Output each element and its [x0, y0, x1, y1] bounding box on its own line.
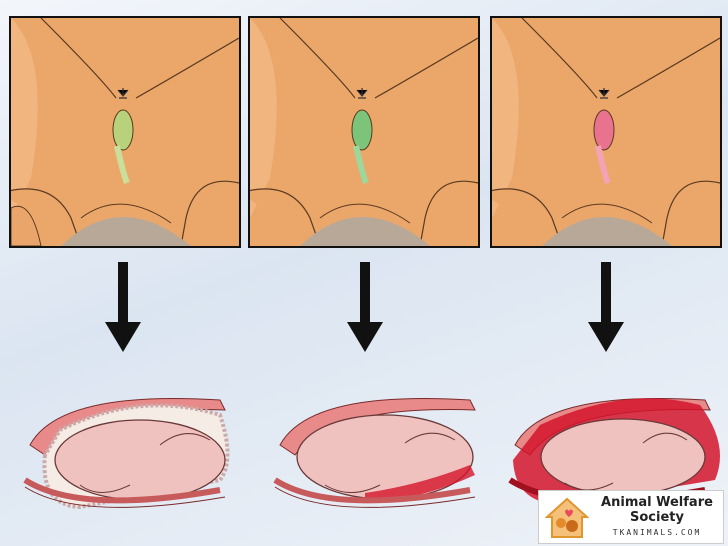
badge-title-line-2: Society: [630, 510, 684, 525]
badge-url: TKANIMALS.COM: [612, 528, 702, 537]
down-arrow-icon: [105, 262, 141, 352]
fetus-in-uterus-illustration-1: [23, 397, 230, 510]
fetus-in-uterus-illustration-3: [508, 397, 720, 505]
down-arrow-icon: [588, 262, 624, 352]
down-arrow-icon: [347, 262, 383, 352]
illustration-panel-2: [248, 16, 480, 248]
illustration-panel-3: [490, 16, 722, 248]
badge-title-line-1: Animal Welfare: [601, 495, 713, 510]
illustration-panel-1: [9, 16, 241, 248]
watermark-badge: Animal Welfare Society TKANIMALS.COM: [538, 490, 724, 544]
fetus-in-uterus-illustration-2: [273, 397, 476, 508]
house-pets-logo: [545, 497, 589, 538]
